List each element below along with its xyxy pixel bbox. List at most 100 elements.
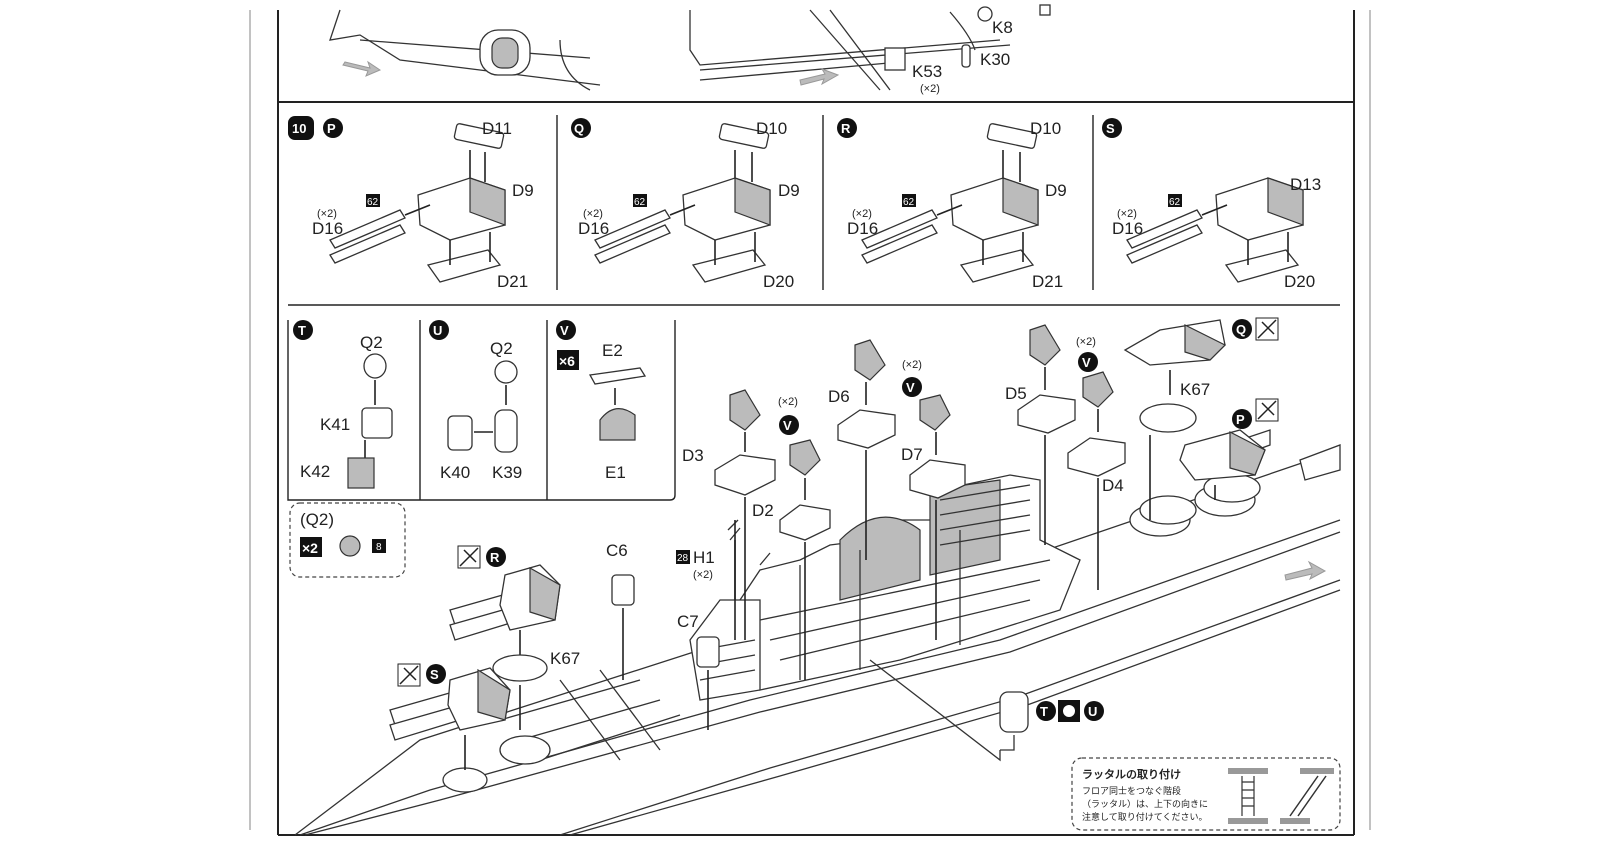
hull-v-badge-b [902,377,922,397]
hull-u-badge [1084,701,1104,721]
q2-note-num-badge [372,539,386,553]
q2-note-num: 8 [376,542,382,553]
turret-r-letter: R [841,121,851,136]
hull-t-badge [1036,701,1056,721]
hull-label-v-b: V [906,380,915,395]
hull-label-s: S [430,667,439,682]
ladder-note-line3: 注意して取り付けてください。 [1082,811,1207,823]
hull-label-q: Q [1236,322,1246,337]
sub-u-k39-label: K39 [492,463,522,482]
sub-t-letter: T [298,323,306,338]
turret-s-letter: S [1106,121,1115,136]
sub-t-q2-label: Q2 [360,333,383,352]
ship-hull [294,444,1341,836]
sub-v-mult: ×6 [559,353,575,369]
turret-s-gun-label: D16 [1112,219,1143,238]
turret-p-base-label: D21 [497,272,528,291]
sub-t-k42-label: K42 [300,462,330,481]
sub-t-parts [347,353,393,489]
sub-u-q2-label: Q2 [490,339,513,358]
hull-label-d5: D5 [1005,384,1027,403]
hull-label-d3: D3 [682,446,704,465]
turret-r-num: 62 [903,197,915,208]
turret-s-num-badge [1168,194,1182,207]
hull-label-d2: D2 [752,501,774,520]
turret-s-assembly: S [1102,118,1304,283]
hull-label-r: R [490,550,500,565]
ladder-note-box [1071,757,1341,831]
turret-p-assembly: P [323,118,506,283]
turret-s-num: 62 [1169,197,1181,208]
hull-label-u: U [1088,704,1097,719]
hull-label-h1-num: 28 [677,553,689,564]
turret-p-main-label: D9 [512,181,534,200]
turret-q-main-label: D9 [778,181,800,200]
turret-r-gun-label: D16 [847,219,878,238]
hull-turret-q [1123,319,1227,520]
hull-label-x2-c: (×2) [1076,336,1096,348]
turret-r-base-label: D21 [1032,272,1063,291]
hull-q-badge [1232,319,1252,339]
hull-label-d4: D4 [1102,476,1124,495]
turret-r-assembly: R [837,118,1039,283]
turret-p-num: 62 [367,197,379,208]
hull-label-x2-b: (×2) [902,359,922,371]
label-k8: K8 [992,18,1013,37]
turret-p-top-label: D11 [482,119,512,138]
hull-label-x2-a: (×2) [778,396,798,408]
hull-small-parts [611,324,1126,762]
turret-q-letter: Q [574,121,584,136]
hull-r-badge [486,547,506,567]
turret-r-top-label: D10 [1030,119,1061,138]
hull-s-badge [426,664,446,684]
sub-v-mult-badge [557,350,579,370]
label-k53: K53 [912,62,942,81]
sub-u-parts [447,360,518,453]
ladder-note-line2: （ラッタル）は、上下の向きに [1082,798,1208,810]
sub-v-letter: V [560,323,569,338]
hull-label-t: T [1040,704,1048,719]
hull-label-d6: D6 [828,387,850,406]
sub-u-k40-label: K40 [440,463,470,482]
sub-t-k41-label: K41 [320,415,350,434]
turret-s-qty: (×2) [1117,208,1137,220]
hull-turret-r [449,564,561,730]
hull-label-v-a: V [783,418,792,433]
turret-q-qty: (×2) [583,208,603,220]
turret-q-top-label: D10 [756,119,787,138]
ladder-note-title: ラッタルの取り付け [1082,767,1181,781]
hull-label-p: P [1236,412,1245,427]
hull-label-d7: D7 [901,445,923,464]
hull-label-h1-qty: (×2) [693,569,713,581]
turret-p-num-badge [366,194,380,207]
turret-r-qty: (×2) [852,208,872,220]
turret-r-main-label: D9 [1045,181,1067,200]
hull-turret-p [1179,429,1271,500]
ladder-icon-straight [1228,768,1268,824]
hull-label-c6: C6 [606,541,628,560]
label-k30: K30 [980,50,1010,69]
ladder-note-line1: フロア同士をつなぐ階段 [1082,785,1181,797]
hull-label-h1: H1 [693,548,715,567]
hull-label-v-c: V [1082,355,1091,370]
sub-v-e2-label: E2 [602,341,623,360]
hull-label-k67-a: K67 [550,649,580,668]
hull-turret-s [389,667,511,770]
q2-note-mult-badge [300,537,322,557]
step-number: 10 [292,121,306,136]
turret-p-gun-label: D16 [312,219,343,238]
sub-v-parts [588,367,647,441]
hull-h1-num-badge [676,550,690,564]
hull-label-c7: C7 [677,612,699,631]
sub-v-e1-label: E1 [605,463,626,482]
q2-note-title: (Q2) [300,510,334,529]
turret-s-base-label: D20 [1284,272,1315,291]
turret-r-num-badge [902,194,916,207]
q2-note-mult: ×2 [302,540,318,556]
step-number-badge [288,116,314,140]
previous-step-fragment [329,4,1051,91]
ladder-icon-angled [1280,768,1334,824]
sub-u-letter: U [433,323,442,338]
turret-q-gun-label: D16 [578,219,609,238]
subassembly-box [287,320,676,501]
